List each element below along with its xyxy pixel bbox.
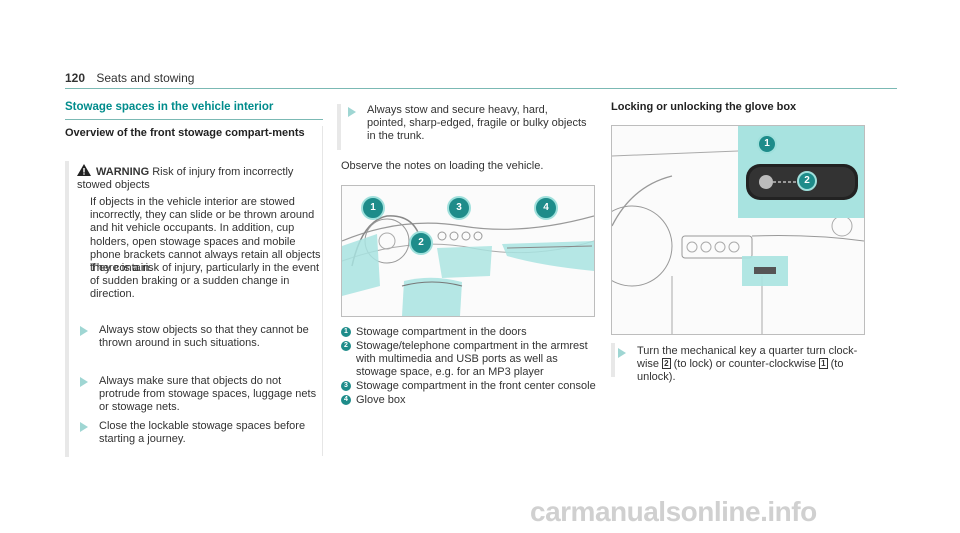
instruction-part: (to lock) or counter-clockwise — [673, 358, 817, 370]
section-name: Seats and stowing — [96, 71, 195, 85]
bullet-arrow-icon — [80, 377, 88, 387]
callout-4: 4 — [534, 196, 558, 220]
glove-box-illustration: 1 2 — [611, 125, 865, 335]
column-divider — [322, 126, 323, 456]
legend-item: 2 Stowage/telephone compartment in the a… — [341, 340, 596, 379]
glove-box-instruction: Turn the mechanical key a quarter turn c… — [637, 345, 867, 384]
warning-bullet-1: Always stow objects so that they cannot … — [99, 324, 309, 349]
key-2-icon: 2 — [662, 358, 671, 369]
glove-callout-2: 2 — [797, 171, 817, 191]
bullet-arrow-icon — [80, 326, 88, 336]
legend-number: 3 — [341, 381, 351, 391]
legend-number: 2 — [341, 341, 351, 351]
bullet-arrow-icon — [80, 422, 88, 432]
legend-number: 1 — [341, 327, 351, 337]
page-number: 120 — [65, 71, 86, 85]
warning-bar — [65, 161, 69, 457]
glove-box-title: Locking or unlocking the glove box — [611, 101, 797, 113]
loading-note: Observe the notes on loading the vehicle… — [341, 160, 544, 172]
spacer — [65, 414, 69, 415]
section-title-rule — [65, 119, 323, 120]
bullet-bar — [611, 343, 615, 377]
legend-text: Glove box — [356, 394, 406, 406]
header-divider — [65, 88, 897, 89]
bullet-bar — [337, 104, 341, 150]
callout-3: 3 — [447, 196, 471, 220]
trunk-bullet: Always stow and secure heavy, hard, poin… — [367, 104, 587, 142]
legend-text: Stowage/telephone compartment in the arm… — [356, 340, 588, 378]
legend-text: Stowage compartment in the front center … — [356, 380, 596, 392]
instruction-part: Turn the mechanical key a quarter turn c… — [637, 345, 858, 370]
callout-1: 1 — [361, 196, 385, 220]
key-1-icon: 1 — [819, 358, 828, 369]
glove-box-drawing — [612, 126, 864, 334]
front-interior-illustration: 1 2 3 4 — [341, 185, 595, 317]
legend-item: 3 Stowage compartment in the front cente… — [341, 380, 596, 393]
bullet-arrow-icon — [348, 107, 356, 117]
glove-callout-1: 1 — [757, 134, 777, 154]
legend-number: 4 — [341, 395, 351, 405]
warning-title-text: Risk of injury from incorrectly stowed o… — [77, 166, 294, 191]
warning-triangle-icon — [77, 164, 91, 176]
section-title: Stowage spaces in the vehicle interior — [65, 101, 274, 113]
legend-item: 1 Stowage compartment in the doors — [341, 326, 596, 339]
instruction-part: (to unlock). — [637, 358, 844, 383]
callout-legend: 1 Stowage compartment in the doors 2 Sto… — [341, 326, 596, 408]
bullet-arrow-icon — [618, 348, 626, 358]
page-header: 120 Seats and stowing — [65, 71, 194, 85]
watermark: carmanualsonline.info — [530, 496, 817, 527]
callout-2: 2 — [409, 231, 433, 255]
warning-bullet-2: Always make sure that objects do not pro… — [99, 375, 317, 413]
legend-item: 4 Glove box — [341, 394, 596, 407]
warning-label: WARNING — [96, 166, 150, 178]
warning-title: WARNING Risk of injury from incorrectly … — [77, 164, 317, 192]
warning-paragraph-2: There is a risk of injury, particularly … — [90, 262, 320, 301]
warning-bullet-3: Close the lockable stowage spaces before… — [99, 420, 306, 445]
subheading: Overview of the front stowage compart-me… — [65, 127, 305, 139]
warning-paragraph-1: If objects in the vehicle interior are s… — [90, 196, 321, 275]
legend-text: Stowage compartment in the doors — [356, 326, 527, 338]
